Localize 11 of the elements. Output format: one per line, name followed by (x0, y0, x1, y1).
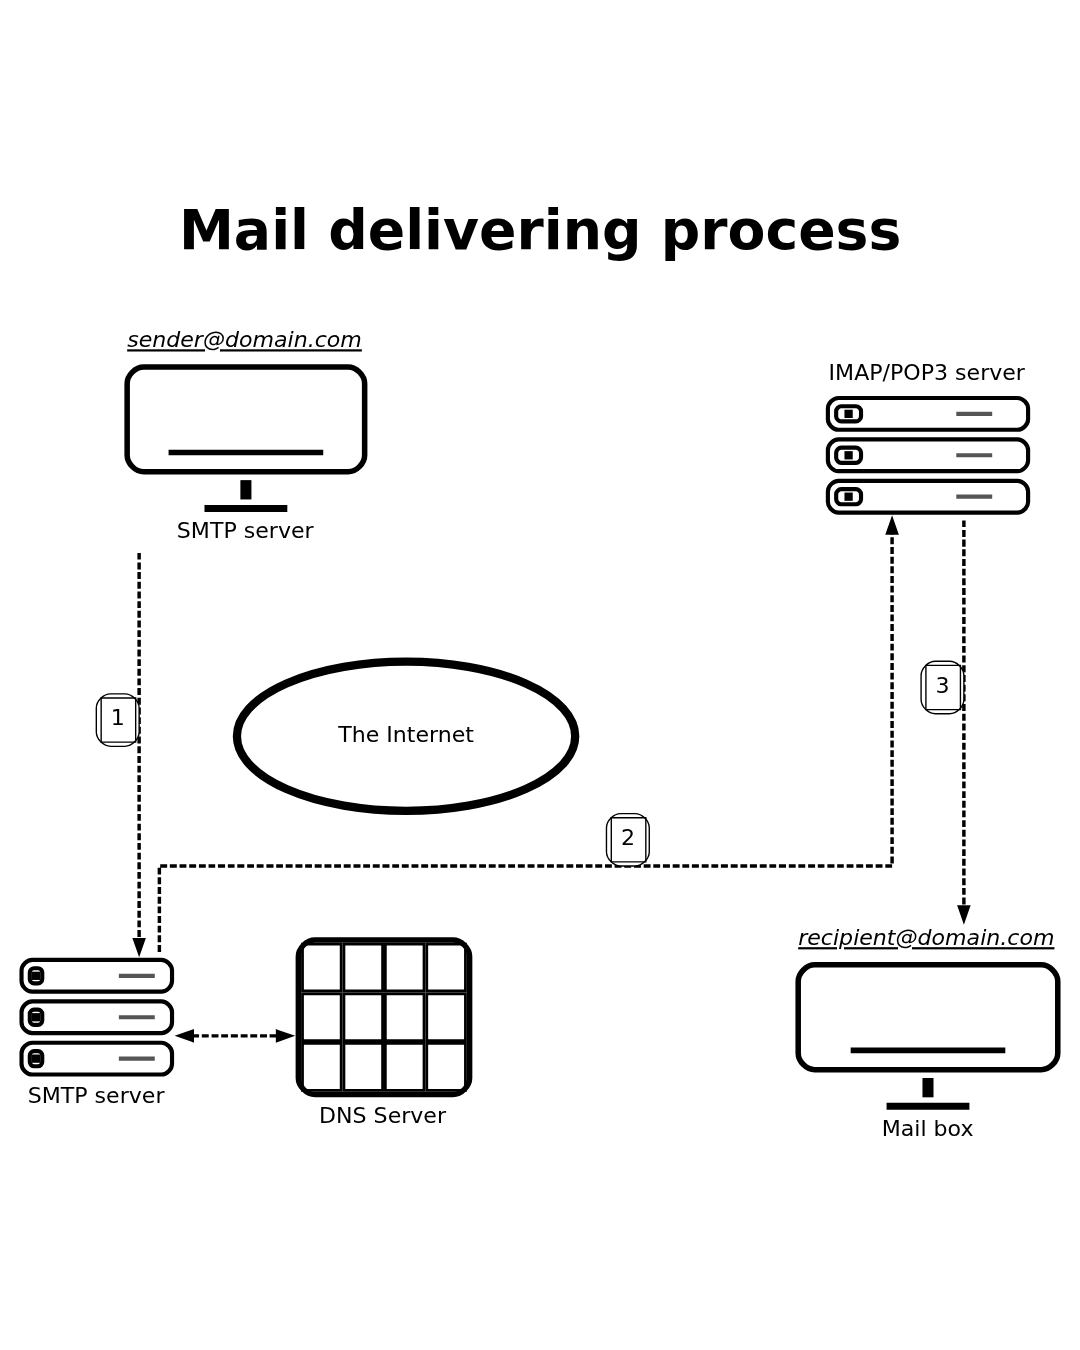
node-label: IMAP/POP3 server (828, 358, 1025, 385)
node-label: SMTP server (27, 1081, 165, 1108)
node-label: DNS Server (319, 1101, 447, 1128)
node-label: SMTP server (176, 516, 314, 543)
node-label: recipient@domain.com (798, 923, 1055, 950)
edge-label: 1 (110, 703, 125, 730)
node-label: Mail box (881, 1114, 974, 1141)
edge-label: 2 (620, 823, 636, 850)
diagram-title: Mail delivering process (178, 197, 902, 262)
node-label: sender@domain.com (127, 325, 362, 352)
edge-label: 3 (935, 671, 950, 698)
